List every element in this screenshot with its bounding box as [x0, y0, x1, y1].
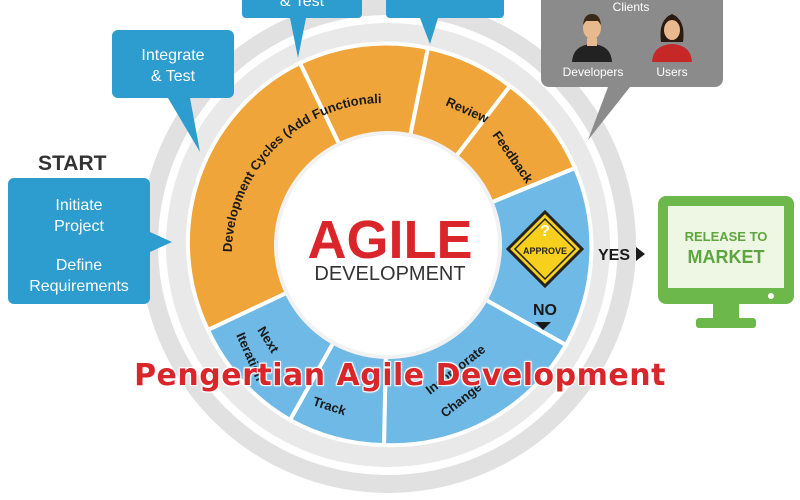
user-avatar-icon: [652, 14, 692, 62]
yes-arrow-icon: [636, 247, 645, 261]
no-label: NO: [533, 302, 557, 319]
monitor-line1: RELEASE TO: [685, 229, 768, 244]
clients-label: Clients: [613, 0, 650, 14]
release-monitor-icon: RELEASE TO MARKET: [658, 196, 794, 328]
yes-label: YES: [598, 247, 630, 264]
callout-initiate: Initiate: [55, 197, 102, 214]
caption-title: Pengertian Agile Development: [134, 358, 666, 393]
callout-requirements: Requirements: [29, 278, 129, 295]
callout-top-left-partial: & Test: [242, 0, 362, 58]
approve-sign-label: APPROVE: [523, 246, 567, 256]
no-arrow-icon: [535, 322, 551, 330]
center-title: AGILE: [307, 210, 472, 270]
center-disk: [274, 131, 502, 359]
callout-project: Project: [54, 218, 104, 235]
monitor-line2: MARKET: [688, 247, 765, 267]
callout-define: Define: [56, 257, 102, 274]
callout-top-right-partial: [386, 0, 504, 44]
question-mark-icon: ?: [540, 223, 550, 240]
users-label: Users: [656, 65, 687, 79]
developer-avatar-icon: [572, 14, 612, 62]
callout-initiate-define: Initiate Project Define Requirements: [8, 178, 172, 304]
developers-label: Developers: [563, 65, 624, 79]
callout-and-test: & Test: [151, 68, 196, 85]
callout-top-text: & Test: [280, 0, 325, 10]
center-subtitle: DEVELOPMENT: [314, 263, 465, 285]
callout-integrate: Integrate: [141, 47, 204, 64]
start-label: START: [38, 152, 107, 175]
approve-sign: ? APPROVE: [505, 209, 585, 289]
stakeholders-box: Clients Developers Users: [541, 0, 723, 140]
callout-integrate-test: Integrate & Test: [112, 30, 234, 152]
